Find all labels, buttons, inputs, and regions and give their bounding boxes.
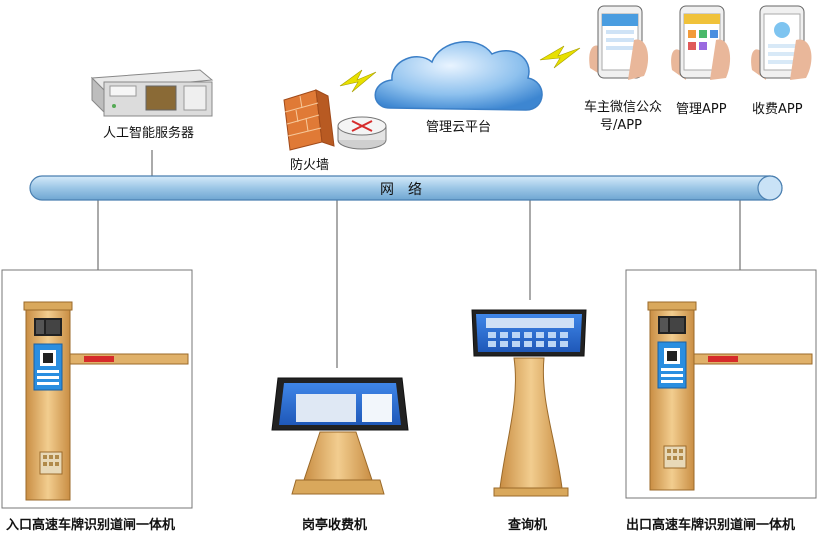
booth-terminal-icon bbox=[271, 377, 409, 495]
query-label: 查询机 bbox=[508, 518, 548, 533]
fee-app-label: 收费APP bbox=[752, 102, 803, 117]
ai-server-icon bbox=[90, 69, 214, 117]
connection-lines bbox=[97, 150, 741, 368]
owner-app-label-line1: 车主微信公众 bbox=[584, 100, 663, 115]
cloud-icon bbox=[374, 41, 543, 111]
fee-app-phone-icon bbox=[751, 5, 812, 80]
manage-app-label: 管理APP bbox=[676, 102, 727, 117]
entry-gate-label: 入口高速车牌识别道闸一体机 bbox=[6, 518, 176, 533]
firewall-icon bbox=[283, 89, 335, 151]
owner-app-phone-icon bbox=[589, 5, 649, 80]
firewall-label: 防火墙 bbox=[290, 158, 330, 173]
server-label: 人工智能服务器 bbox=[103, 126, 195, 141]
manage-app-phone-icon bbox=[671, 5, 731, 80]
wireless-link-icon-2 bbox=[539, 45, 581, 69]
query-terminal-icon bbox=[471, 309, 587, 497]
entry-gate-device-icon bbox=[23, 301, 189, 501]
exit-gate-label: 出口高速车牌识别道闸一体机 bbox=[626, 518, 796, 533]
exit-gate-device-icon bbox=[647, 301, 813, 491]
network-bus-label: 网 络 bbox=[380, 182, 422, 198]
booth-label: 岗亭收费机 bbox=[302, 518, 368, 533]
cloud-label: 管理云平台 bbox=[426, 120, 492, 135]
wireless-link-icon bbox=[339, 69, 377, 93]
router-icon bbox=[337, 116, 387, 150]
owner-app-label-line2: 号/APP bbox=[600, 118, 642, 133]
bus-end-cap bbox=[757, 175, 783, 201]
network-bus bbox=[29, 175, 783, 201]
